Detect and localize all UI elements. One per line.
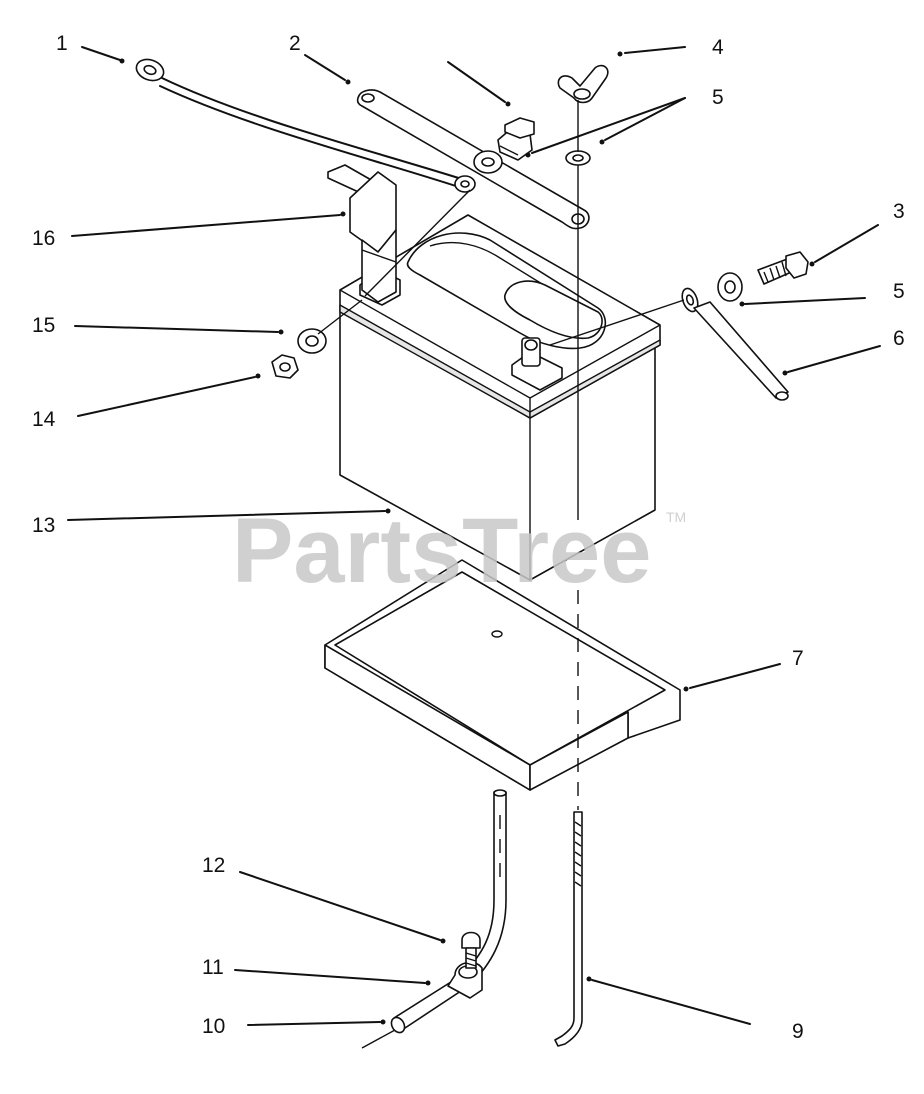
callout-labels: 1 2 3 4 5 5 6 7 9 10 11 12 13 14 15 16 — [32, 32, 905, 1043]
callout-16: 16 — [32, 227, 55, 250]
hold-down-washer[interactable] — [565, 150, 591, 166]
watermark: PartsTree TM — [232, 500, 686, 602]
tube-clamp[interactable] — [447, 961, 483, 999]
battery-tray[interactable] — [324, 559, 681, 791]
ground-strap[interactable] — [356, 89, 590, 230]
callout-14: 14 — [32, 408, 56, 431]
top-terminal-bolt[interactable] — [497, 117, 535, 161]
clamp-screw[interactable] — [461, 931, 481, 969]
leader-lines — [67, 46, 881, 1026]
vent-tube[interactable] — [361, 789, 507, 1049]
wing-nut[interactable] — [557, 64, 609, 104]
callout-5-top: 5 — [712, 86, 724, 109]
side-terminal-washer[interactable] — [717, 272, 743, 302]
negative-terminal-nut[interactable] — [271, 354, 299, 379]
top-terminal-washer[interactable] — [473, 150, 503, 174]
callout-4: 4 — [712, 36, 724, 59]
side-terminal-bolt[interactable] — [757, 251, 809, 285]
callout-7: 7 — [792, 647, 804, 670]
battery-boot-cover[interactable] — [327, 164, 397, 303]
battery[interactable] — [339, 214, 661, 581]
callout-3-side: 3 — [893, 200, 905, 223]
callout-2: 2 — [289, 32, 301, 55]
callout-13: 13 — [32, 514, 55, 537]
watermark-text: PartsTree — [232, 500, 651, 602]
negative-cable[interactable] — [133, 56, 476, 193]
positive-cable[interactable] — [679, 286, 789, 401]
callout-6: 6 — [893, 327, 905, 350]
battery-positive-terminal — [511, 337, 563, 391]
callout-15: 15 — [32, 314, 55, 337]
watermark-tm: TM — [666, 509, 686, 525]
callout-5-side: 5 — [893, 280, 905, 303]
negative-terminal-washer[interactable] — [297, 328, 327, 354]
callout-9: 9 — [792, 1020, 804, 1043]
callout-11: 11 — [202, 956, 224, 979]
hold-down-rod[interactable] — [554, 100, 583, 1047]
callout-1: 1 — [56, 32, 68, 55]
callout-12: 12 — [202, 854, 225, 877]
callout-10: 10 — [202, 1015, 225, 1038]
